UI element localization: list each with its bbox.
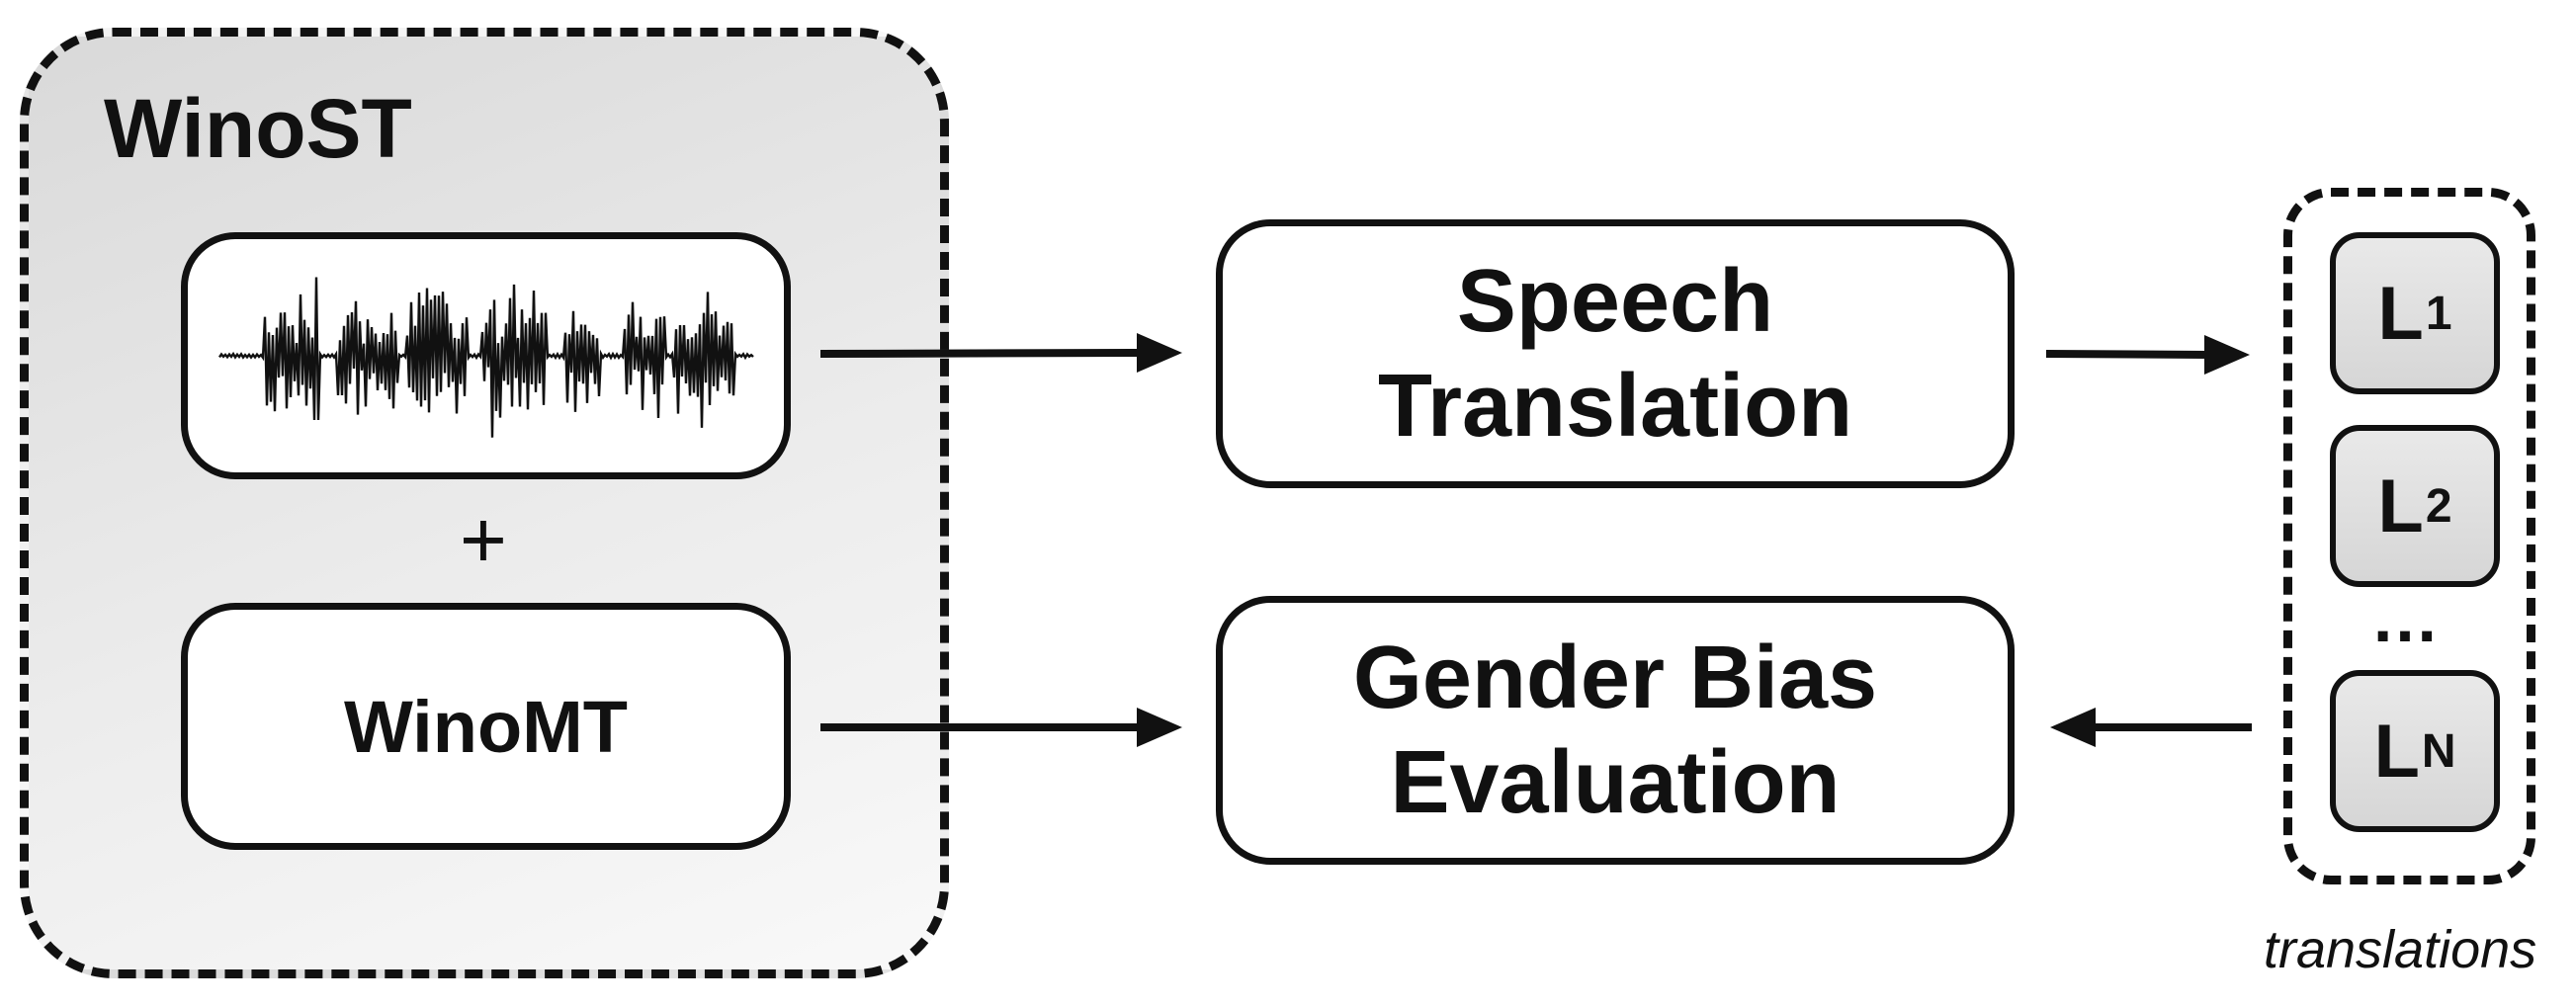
speech-translation-line1: Speech bbox=[1456, 252, 1774, 351]
plus-sign: + bbox=[460, 495, 507, 585]
arrow-left-icon bbox=[2050, 708, 2096, 747]
language-letter: L bbox=[2373, 709, 2420, 794]
winomt-box: WinoMT bbox=[181, 603, 791, 850]
language-subscript: 2 bbox=[2425, 479, 2452, 533]
language-subscript: 1 bbox=[2425, 287, 2452, 340]
winost-title: WinoST bbox=[104, 82, 412, 175]
audio-sample-box bbox=[181, 232, 791, 479]
audio-waveform-icon bbox=[217, 277, 754, 438]
language-subscript: N bbox=[2421, 724, 2456, 778]
arrow-right-icon bbox=[2204, 335, 2250, 375]
arrow-right-icon bbox=[1137, 708, 1182, 747]
gender-bias-line2: Evaluation bbox=[1390, 733, 1841, 832]
language-letter: L bbox=[2377, 271, 2424, 356]
gender-bias-evaluation-box: Gender Bias Evaluation bbox=[1216, 596, 2015, 865]
winomt-label: WinoMT bbox=[343, 685, 628, 768]
arrow-languages-to-gender-bias bbox=[2050, 708, 2252, 747]
gender-bias-line1: Gender Bias bbox=[1352, 629, 1878, 727]
arrow-right-icon bbox=[1137, 333, 1182, 373]
arrow-speech-translation-to-languages bbox=[2045, 335, 2250, 375]
speech-translation-line2: Translation bbox=[1377, 357, 1853, 456]
speech-translation-box: Speech Translation bbox=[1216, 219, 2015, 488]
translations-caption: translations bbox=[2264, 920, 2537, 979]
language-letter: L bbox=[2377, 463, 2424, 548]
language-ellipsis: … bbox=[2370, 579, 2446, 656]
